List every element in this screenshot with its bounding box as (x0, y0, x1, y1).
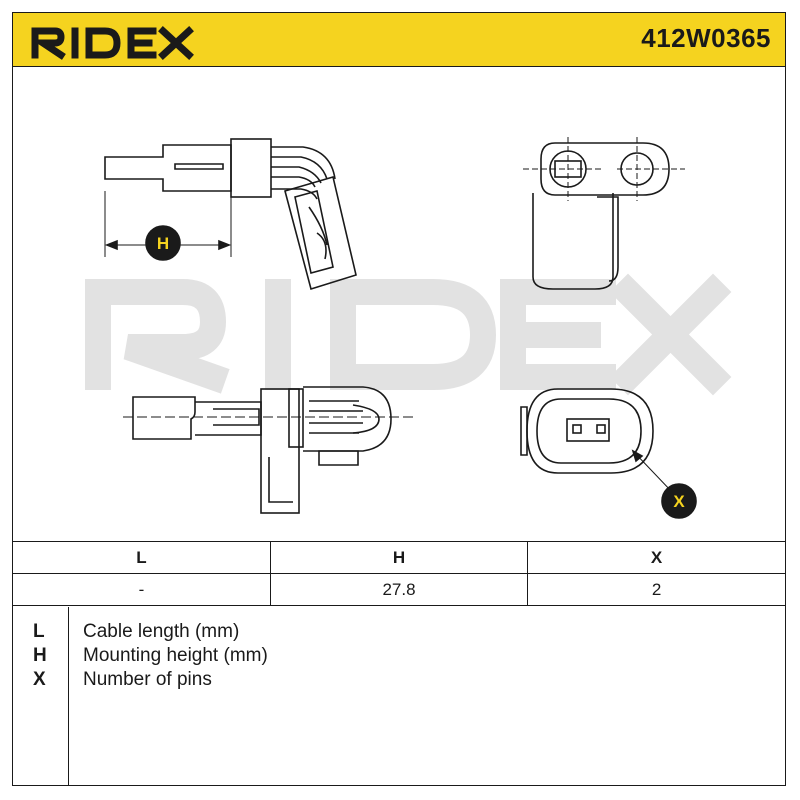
legend-description: Cable length (mm) (83, 621, 240, 642)
header-bar: 412W0365 (13, 13, 785, 67)
legend-key: H (33, 645, 47, 666)
drawing-area: H X (13, 67, 785, 543)
spec-table: L H X - 27.8 2 (13, 541, 785, 606)
legend-row-x: X Number of pins (13, 669, 785, 693)
part-number: 412W0365 (641, 23, 771, 53)
legend-key: X (33, 669, 46, 690)
end-view-drawing (523, 137, 685, 290)
spec-header-l: L (13, 541, 271, 574)
ridex-watermark (85, 273, 732, 396)
x-dimension-badge (661, 483, 697, 519)
legend-description: Number of pins (83, 669, 212, 690)
spec-value-l: - (13, 573, 271, 606)
side-view-drawing (104, 138, 357, 291)
spec-table-header-row: L H X (13, 541, 785, 574)
sensor-drawings: H X (104, 137, 697, 519)
connector-face-drawing (520, 388, 674, 494)
spec-table-value-row: - 27.8 2 (13, 573, 785, 606)
h-dimension-label: H (157, 234, 169, 253)
h-dimension-badge (145, 225, 181, 261)
spec-value-h: 27.8 (269, 573, 529, 606)
legend-description: Mounting height (mm) (83, 645, 268, 666)
spec-header-x: X (527, 541, 785, 574)
legend-divider (68, 607, 69, 785)
spec-header-h: H (269, 541, 529, 574)
ridex-logo (31, 26, 194, 60)
legend-row-l: L Cable length (mm) (13, 621, 785, 645)
x-dimension-label: X (673, 492, 685, 511)
legend-row-h: H Mounting height (mm) (13, 645, 785, 669)
legend-key: L (33, 621, 45, 642)
technical-sheet: 412W0365 (12, 12, 786, 786)
top-view-drawing (123, 386, 413, 514)
legend: L Cable length (mm) H Mounting height (m… (13, 607, 785, 785)
spec-value-x: 2 (527, 573, 785, 606)
